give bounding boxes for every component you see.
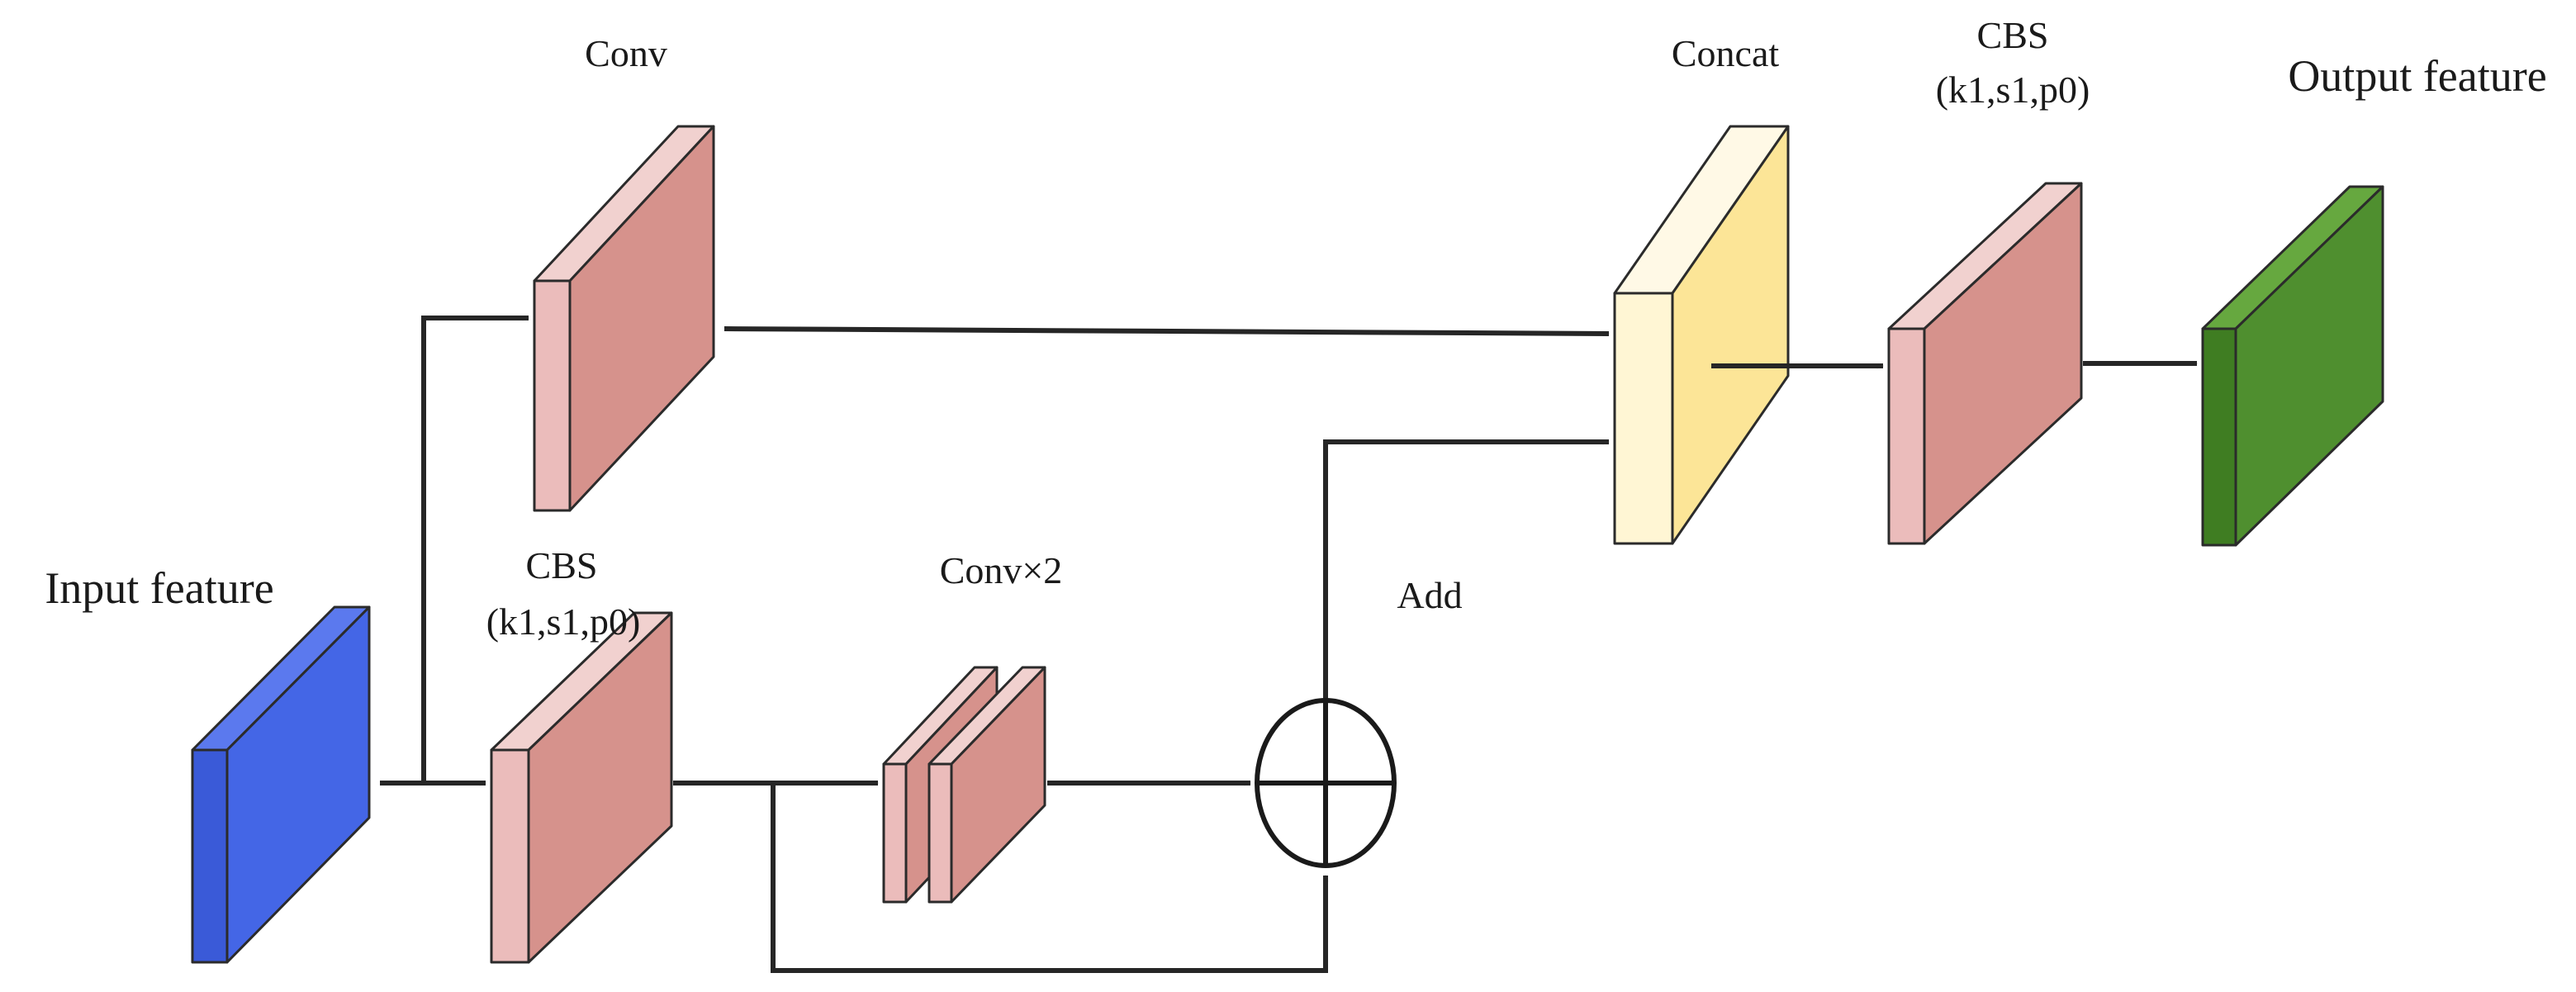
label-cbs-bottom-line1: CBS xyxy=(526,544,598,586)
cbs-right-block-side xyxy=(1923,182,2083,545)
conv-top-block xyxy=(533,125,715,512)
edge-input-to-conv xyxy=(421,315,529,783)
input-block-side xyxy=(225,605,371,964)
label-input-feature: Input feature xyxy=(45,563,273,613)
conv-x2-back-front xyxy=(882,762,908,904)
label-conv-top: Conv xyxy=(585,32,667,74)
label-conv-x2: Conv×2 xyxy=(940,549,1063,591)
output-block-front xyxy=(2201,327,2237,547)
label-output-feature: Output feature xyxy=(2288,51,2546,101)
label-concat: Concat xyxy=(1672,32,1780,74)
concat-block-front xyxy=(1613,292,1674,545)
input-block-front xyxy=(191,748,229,964)
concat-block xyxy=(1613,125,1790,545)
edge-add-to-concat xyxy=(1323,439,1610,719)
cbs-bottom-block xyxy=(490,611,673,964)
conv-x2-block-front xyxy=(927,666,1046,904)
label-cbs-right-line2: (k1,s1,p0) xyxy=(1936,69,2090,111)
label-cbs-bottom-line2: (k1,s1,p0) xyxy=(486,600,641,643)
cbs-right-block xyxy=(1887,182,2083,545)
cbs-bottom-block-front xyxy=(490,748,530,964)
label-cbs-right-line1: CBS xyxy=(1977,14,2049,56)
label-add: Add xyxy=(1397,574,1462,616)
output-block-side xyxy=(2234,185,2384,547)
cbs-right-block-front xyxy=(1887,327,1926,545)
concat-block-side xyxy=(1671,125,1790,545)
input-feature-block xyxy=(191,605,371,964)
add-node xyxy=(1255,698,1397,868)
output-feature-block xyxy=(2201,185,2384,547)
edge-conv-to-concat xyxy=(723,326,1610,337)
conv-x2-front-side xyxy=(950,666,1046,904)
edge-skip-to-add xyxy=(771,783,1329,973)
conv-top-block-front xyxy=(533,279,572,512)
conv-top-block-side xyxy=(568,125,715,512)
conv-x2-front-front xyxy=(927,762,953,904)
cbs-bottom-block-side xyxy=(527,611,673,964)
